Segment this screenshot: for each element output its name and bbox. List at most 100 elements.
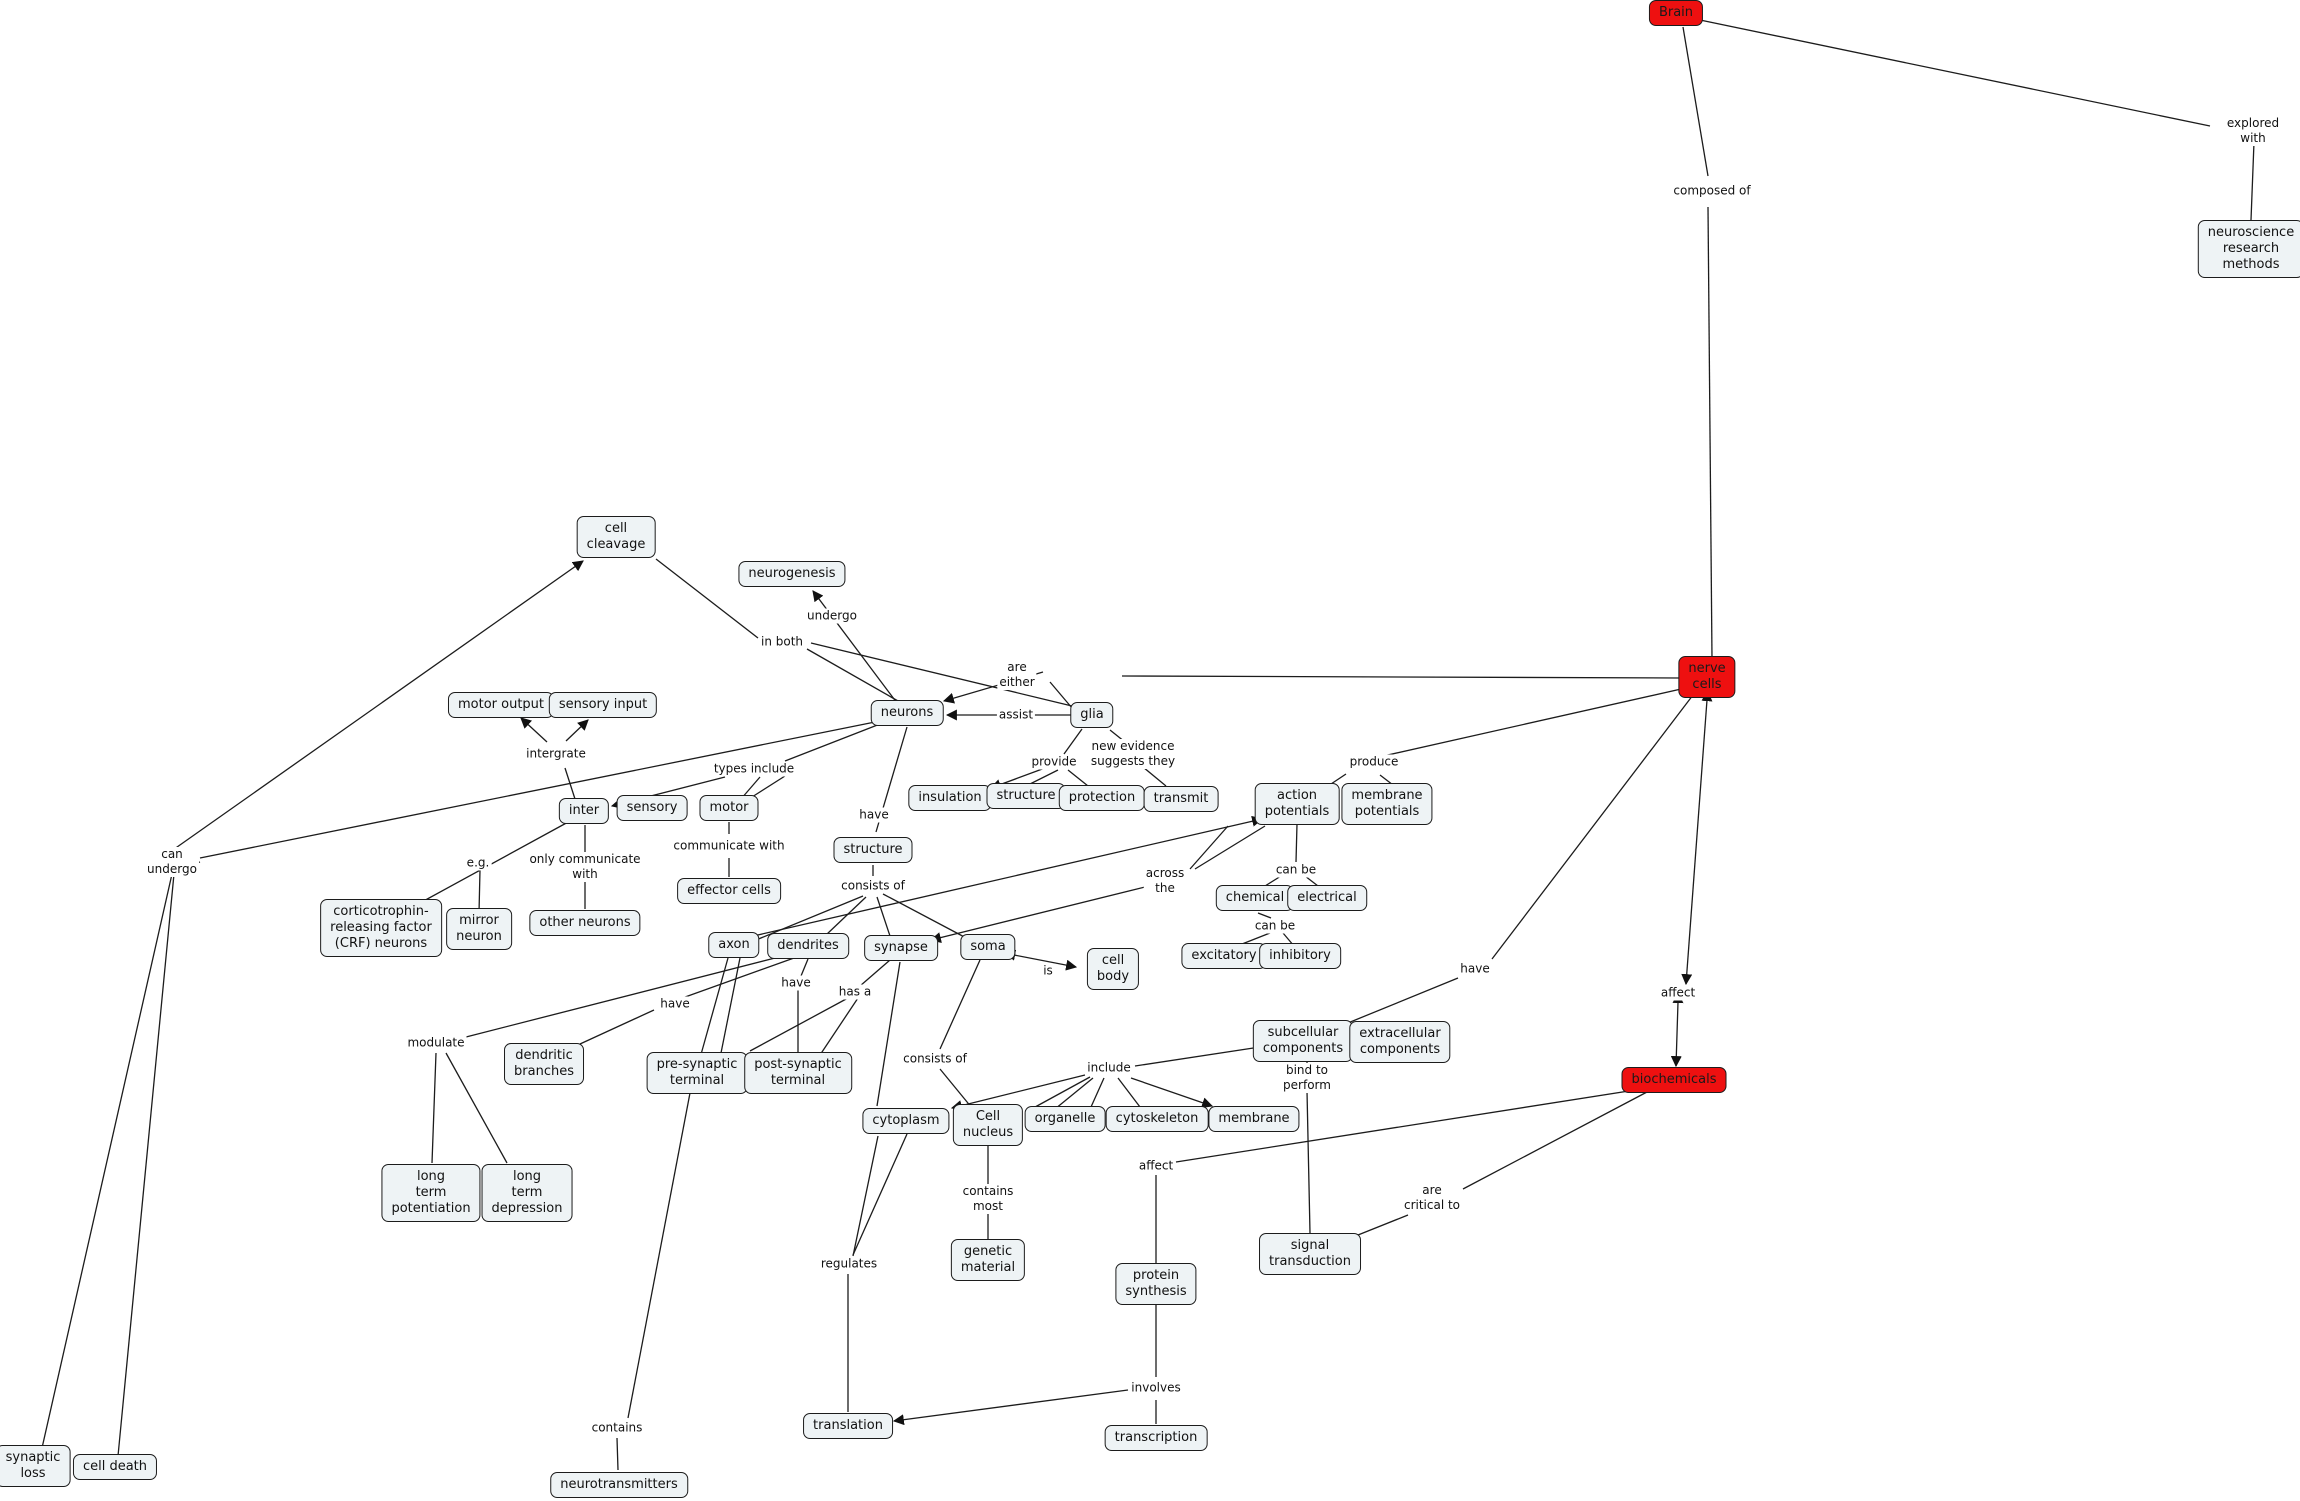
connector-line [939, 1068, 973, 1109]
concept-cell-death[interactable]: cell death [72, 1454, 158, 1480]
connector-line [1491, 694, 1694, 960]
connector-line [1134, 1046, 1261, 1067]
link-across-the: across the [1143, 866, 1187, 896]
connector-line [627, 1092, 691, 1419]
concept-cytoplasm[interactable]: cytoplasm [862, 1108, 950, 1134]
concept-membrane-potentials[interactable]: membrane potentials [1341, 783, 1433, 825]
connector-line [748, 815, 1264, 938]
link-can-be-chemical: can be [1252, 918, 1298, 934]
link-communicate-with: communicate with [671, 838, 787, 854]
concept-protection[interactable]: protection [1058, 785, 1146, 811]
concept-cell-body[interactable]: cell body [1086, 948, 1140, 990]
connector-line [520, 717, 548, 743]
concept-structure-glia[interactable]: structure [986, 783, 1066, 809]
connector-line [852, 1135, 879, 1257]
link-have-nerve-cells: have [1458, 961, 1492, 977]
connector-line [1682, 26, 1709, 177]
concept-synaptic-loss[interactable]: synaptic loss [0, 1445, 71, 1487]
concept-subcellular-components[interactable]: subcellular components [1252, 1020, 1354, 1062]
connector-line [579, 1009, 655, 1045]
link-are-either: are either [997, 660, 1037, 690]
concept-neuroscience-research-methods[interactable]: neuroscience research methods [2197, 220, 2300, 278]
concept-cytoskeleton[interactable]: cytoskeleton [1105, 1106, 1209, 1132]
concept-structure-neuron[interactable]: structure [833, 837, 913, 863]
connector-line [1295, 823, 1298, 863]
concept-biochemicals[interactable]: biochemicals [1621, 1067, 1727, 1093]
concept-inter[interactable]: inter [558, 798, 610, 824]
link-bind-to-perform: bind to perform [1281, 1063, 1333, 1093]
concept-genetic-material[interactable]: genetic material [950, 1239, 1026, 1281]
connector-line [817, 997, 859, 1059]
link-consists-of-structure: consists of [839, 878, 907, 894]
concept-nerve-cells[interactable]: nerve cells [1678, 656, 1736, 698]
connector-line [859, 959, 891, 987]
concept-effector-cells[interactable]: effector cells [677, 878, 781, 904]
link-contains-most: contains most [960, 1184, 1016, 1214]
connector-line [751, 775, 786, 798]
concept-post-synaptic-terminal[interactable]: post-synaptic terminal [744, 1052, 852, 1094]
concept-cell-nucleus[interactable]: Cell nucleus [952, 1104, 1024, 1146]
concept-mirror-neuron[interactable]: mirror neuron [446, 908, 512, 950]
concept-motor-output[interactable]: motor output [447, 692, 555, 718]
concept-neurotransmitters[interactable]: neurotransmitters [550, 1472, 688, 1498]
connector-line [810, 642, 1073, 707]
link-can-undergo: can undergo [145, 847, 199, 877]
concept-signal-transduction[interactable]: signal transduction [1259, 1233, 1361, 1275]
link-affect-biochemicals: affect [1136, 1158, 1176, 1174]
concept-action-potentials[interactable]: action potentials [1254, 783, 1340, 825]
connector-line [852, 1133, 908, 1256]
connector-line [1352, 1214, 1409, 1238]
concept-pre-synaptic-terminal[interactable]: pre-synaptic terminal [646, 1052, 748, 1094]
concept-glia[interactable]: glia [1070, 702, 1114, 728]
connector-line [445, 1052, 508, 1164]
concept-brain[interactable]: Brain [1648, 0, 1704, 26]
connector-line [1067, 769, 1089, 787]
link-include: include [1085, 1060, 1133, 1076]
connector-line [1121, 675, 1681, 679]
connector-line [1130, 1077, 1214, 1108]
connector-line [1054, 1077, 1094, 1110]
concept-cell-cleavage[interactable]: cell cleavage [576, 516, 656, 558]
connector-line [1707, 206, 1713, 660]
concept-motor[interactable]: motor [699, 795, 759, 821]
concept-axon[interactable]: axon [708, 932, 760, 958]
concept-other-neurons[interactable]: other neurons [529, 910, 641, 936]
concept-long-term-potentiation[interactable]: long term potentiation [381, 1164, 481, 1222]
connector-line [565, 719, 589, 742]
concept-transcription[interactable]: transcription [1104, 1425, 1208, 1451]
link-only-communicate-with: only communicate with [527, 852, 643, 882]
connector-line [939, 959, 981, 1050]
connector-line [1462, 1091, 1648, 1190]
concept-inhibitory[interactable]: inhibitory [1259, 943, 1341, 969]
concept-insulation[interactable]: insulation [908, 785, 992, 811]
concept-electrical[interactable]: electrical [1287, 885, 1367, 911]
connector-line [1360, 686, 1691, 762]
link-is: is [1041, 963, 1055, 979]
concept-protein-synthesis[interactable]: protein synthesis [1115, 1263, 1197, 1305]
concept-dendritic-branches[interactable]: dendritic branches [504, 1043, 584, 1085]
concept-chemical[interactable]: chemical [1215, 885, 1295, 911]
concept-neurons[interactable]: neurons [870, 700, 944, 726]
concept-dendrites[interactable]: dendrites [767, 933, 849, 959]
concept-transmit[interactable]: transmit [1143, 786, 1219, 812]
concept-synapse[interactable]: synapse [864, 935, 938, 961]
connector-line [2250, 141, 2255, 221]
concept-organelle[interactable]: organelle [1024, 1106, 1106, 1132]
concept-membrane[interactable]: membrane [1208, 1106, 1300, 1132]
connector-line [616, 1437, 619, 1471]
concept-translation[interactable]: translation [803, 1413, 893, 1439]
concept-crf-neurons[interactable]: corticotrophin- releasing factor (CRF) n… [320, 899, 442, 957]
connector-line [655, 558, 759, 639]
link-have-dendrites: have [779, 975, 813, 991]
concept-sensory[interactable]: sensory [616, 795, 688, 821]
concept-extracellular-components[interactable]: extracellular components [1349, 1021, 1451, 1063]
concept-sensory-input[interactable]: sensory input [548, 692, 658, 718]
connector-line [1306, 1090, 1311, 1234]
link-modulate: modulate [405, 1035, 467, 1051]
concept-soma[interactable]: soma [960, 934, 1016, 960]
connector-line [1049, 681, 1073, 709]
concept-neurogenesis[interactable]: neurogenesis [738, 561, 846, 587]
concept-excitatory[interactable]: excitatory [1181, 943, 1267, 969]
connector-line [1681, 690, 1713, 986]
concept-long-term-depression[interactable]: long term depression [481, 1164, 573, 1222]
